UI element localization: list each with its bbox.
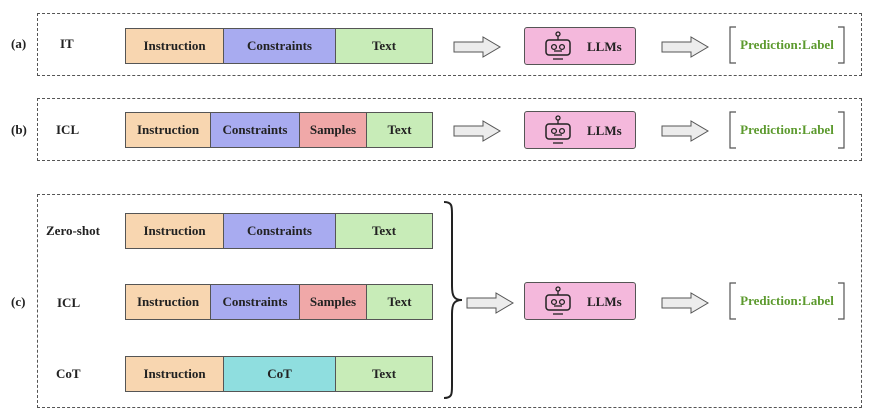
panel-b-row-label: ICL: [56, 122, 80, 137]
instruction-segment: Instruction: [125, 112, 211, 148]
text-segment: Text: [366, 284, 433, 320]
panel-a: [37, 13, 862, 76]
robot-icon: [545, 115, 571, 144]
arrow-right-icon: [466, 292, 514, 314]
llm-label: LLMs: [587, 123, 622, 138]
bracket-icon: [729, 111, 845, 149]
bracket-icon: [729, 282, 845, 320]
instruction-segment: Instruction: [125, 356, 224, 392]
icl-row-label: ICL: [57, 295, 81, 310]
text-segment: Text: [366, 112, 433, 148]
prediction-output: Prediction:Label: [728, 111, 846, 149]
prediction-label: Prediction:Label: [740, 37, 834, 52]
samples-segment: Samples: [299, 284, 367, 320]
text-segment: Text: [335, 28, 433, 64]
arrow-right-icon: [661, 292, 709, 314]
instruction-segment: Instruction: [125, 213, 224, 249]
panel-b-label: (b): [11, 122, 27, 137]
instruction-segment: Instruction: [125, 28, 224, 64]
cot-row-label: CoT: [56, 366, 81, 381]
constraints-segment: Constraints: [210, 284, 300, 320]
prediction-label: Prediction:Label: [740, 293, 834, 308]
robot-icon: [545, 31, 571, 60]
robot-icon: [545, 286, 571, 315]
constraints-segment: Constraints: [223, 28, 336, 64]
text-segment: Text: [335, 213, 433, 249]
curly-brace-icon: [443, 201, 463, 399]
zero-shot-row-label: Zero-shot: [46, 223, 100, 238]
llm-box: LLMs: [524, 111, 636, 149]
bracket-icon: [729, 26, 845, 64]
instruction-segment: Instruction: [125, 284, 211, 320]
arrow-right-icon: [453, 36, 501, 58]
prediction-label: Prediction:Label: [740, 122, 834, 137]
llm-label: LLMs: [587, 294, 622, 309]
llm-box: LLMs: [524, 282, 636, 320]
constraints-segment: Constraints: [223, 213, 336, 249]
panel-c: [37, 194, 862, 408]
panel-a-row-label: IT: [60, 36, 74, 51]
arrow-right-icon: [661, 36, 709, 58]
panel-c-label: (c): [11, 294, 26, 309]
prediction-output: Prediction:Label: [728, 282, 846, 320]
text-segment: Text: [335, 356, 433, 392]
arrow-right-icon: [661, 120, 709, 142]
prediction-output: Prediction:Label: [728, 26, 846, 64]
panel-b: [37, 98, 862, 161]
constraints-segment: Constraints: [210, 112, 300, 148]
samples-segment: Samples: [299, 112, 367, 148]
panel-a-label: (a): [11, 36, 27, 51]
arrow-right-icon: [453, 120, 501, 142]
llm-box: LLMs: [524, 27, 636, 65]
llm-label: LLMs: [587, 39, 622, 54]
cot-segment: CoT: [223, 356, 336, 392]
